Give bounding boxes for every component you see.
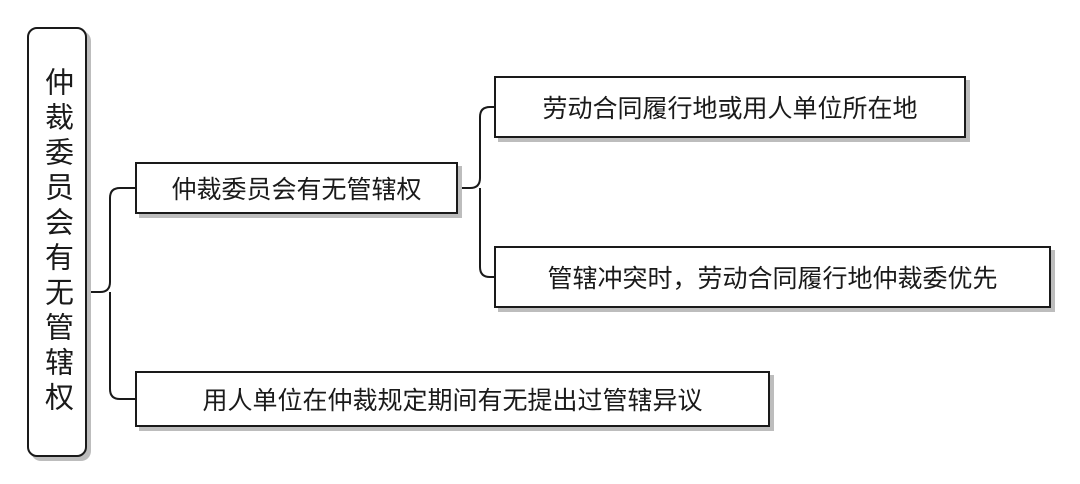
- branch-node-objection: 用人单位在仲裁规定期间有无提出过管辖异议: [135, 371, 770, 427]
- connector-branch-1: [458, 106, 494, 278]
- branch-label: 用人单位在仲裁规定期间有无提出过管辖异议: [202, 386, 703, 415]
- root-label: 仲裁委员会有无管辖权: [40, 67, 75, 417]
- connector-root: [87, 187, 135, 400]
- leaf-node-conflict: 管辖冲突时，劳动合同履行地仲裁委优先: [494, 246, 1051, 308]
- branch-label: 仲裁委员会有无管辖权: [171, 175, 422, 204]
- leaf-label: 管辖冲突时，劳动合同履行地仲裁委优先: [547, 264, 998, 293]
- branch-node-jurisdiction: 仲裁委员会有无管辖权: [135, 162, 458, 214]
- leaf-label: 劳动合同履行地或用人单位所在地: [542, 94, 918, 123]
- root-node: 仲裁委员会有无管辖权: [27, 27, 87, 457]
- leaf-node-place: 劳动合同履行地或用人单位所在地: [494, 76, 966, 138]
